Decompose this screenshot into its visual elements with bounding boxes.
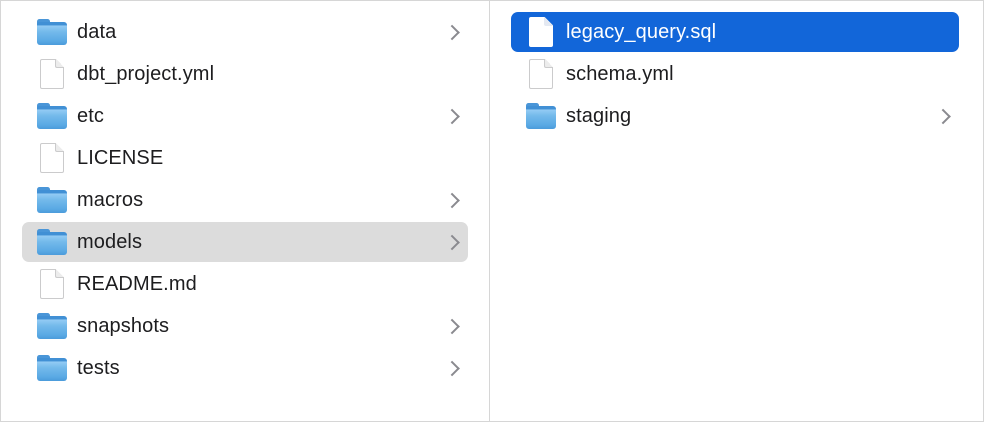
item-label: schema.yml: [566, 62, 674, 85]
list-item-macros[interactable]: macros: [22, 180, 468, 220]
folder-icon: [37, 313, 67, 339]
list-item-staging[interactable]: staging: [511, 96, 959, 136]
chevron-right-icon: [444, 318, 460, 334]
folder-icon: [37, 187, 67, 213]
list-item-dbt-project-yml[interactable]: dbt_project.yml: [22, 54, 468, 94]
chevron-right-icon: [444, 24, 460, 40]
document-icon: [529, 59, 553, 89]
icon-slot: [526, 57, 556, 91]
document-icon: [529, 17, 553, 47]
chevron-right-icon: [935, 108, 951, 124]
list-item-models[interactable]: models: [22, 222, 468, 262]
icon-slot: [37, 309, 67, 343]
chevron-right-icon: [444, 234, 460, 250]
item-label: legacy_query.sql: [566, 20, 717, 43]
icon-slot: [37, 351, 67, 385]
icon-slot: [37, 225, 67, 259]
item-label: macros: [77, 188, 144, 211]
item-label: staging: [566, 104, 632, 127]
list-item-etc[interactable]: etc: [22, 96, 468, 136]
item-label: models: [77, 230, 143, 253]
chevron-right-icon: [444, 108, 460, 124]
icon-slot: [37, 267, 67, 301]
list-item-license[interactable]: LICENSE: [22, 138, 468, 178]
list-item-tests[interactable]: tests: [22, 348, 468, 388]
item-label: snapshots: [77, 314, 170, 337]
item-label: data: [77, 20, 117, 43]
folder-icon: [37, 19, 67, 45]
icon-slot: [526, 99, 556, 133]
icon-slot: [526, 15, 556, 49]
list-item-data[interactable]: data: [22, 12, 468, 52]
chevron-right-icon: [444, 192, 460, 208]
chevron-right-icon: [444, 360, 460, 376]
icon-slot: [37, 141, 67, 175]
item-label: dbt_project.yml: [77, 62, 215, 85]
folder-icon: [37, 103, 67, 129]
folder-icon: [37, 355, 67, 381]
list-item-readme-md[interactable]: README.md: [22, 264, 468, 304]
list-item-snapshots[interactable]: snapshots: [22, 306, 468, 346]
document-icon: [40, 143, 64, 173]
icon-slot: [37, 15, 67, 49]
item-label: tests: [77, 356, 120, 379]
folder-icon: [37, 229, 67, 255]
icon-slot: [37, 57, 67, 91]
list-item-schema-yml[interactable]: schema.yml: [511, 54, 959, 94]
item-label: LICENSE: [77, 146, 164, 169]
icon-slot: [37, 183, 67, 217]
column-pane-2: legacy_query.sql schema.yml staging: [490, 1, 983, 421]
file-list-column-2: legacy_query.sql schema.yml staging: [490, 12, 983, 136]
document-icon: [40, 59, 64, 89]
folder-icon: [526, 103, 556, 129]
list-item-legacy-query-sql[interactable]: legacy_query.sql: [511, 12, 959, 52]
document-icon: [40, 269, 64, 299]
item-label: README.md: [77, 272, 197, 295]
item-label: etc: [77, 104, 104, 127]
icon-slot: [37, 99, 67, 133]
